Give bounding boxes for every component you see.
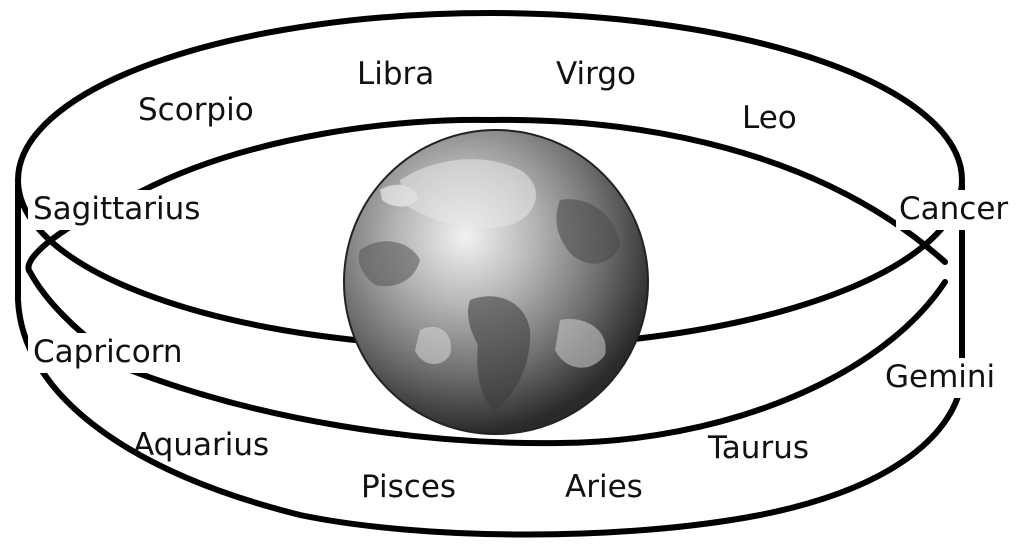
label-taurus: Taurus	[707, 430, 809, 466]
label-leo: Leo	[742, 100, 797, 136]
label-libra: Libra	[357, 56, 434, 92]
label-gemini: Gemini	[885, 359, 995, 395]
label-cancer: Cancer	[899, 191, 1008, 227]
label-virgo: Virgo	[556, 56, 636, 92]
label-scorpio: Scorpio	[138, 92, 254, 128]
label-sagittarius: Sagittarius	[33, 191, 200, 227]
label-pisces: Pisces	[361, 469, 456, 505]
label-aries: Aries	[565, 469, 643, 505]
label-capricorn: Capricorn	[33, 334, 183, 370]
label-aquarius: Aquarius	[133, 427, 269, 463]
earth-globe-icon	[344, 130, 648, 434]
